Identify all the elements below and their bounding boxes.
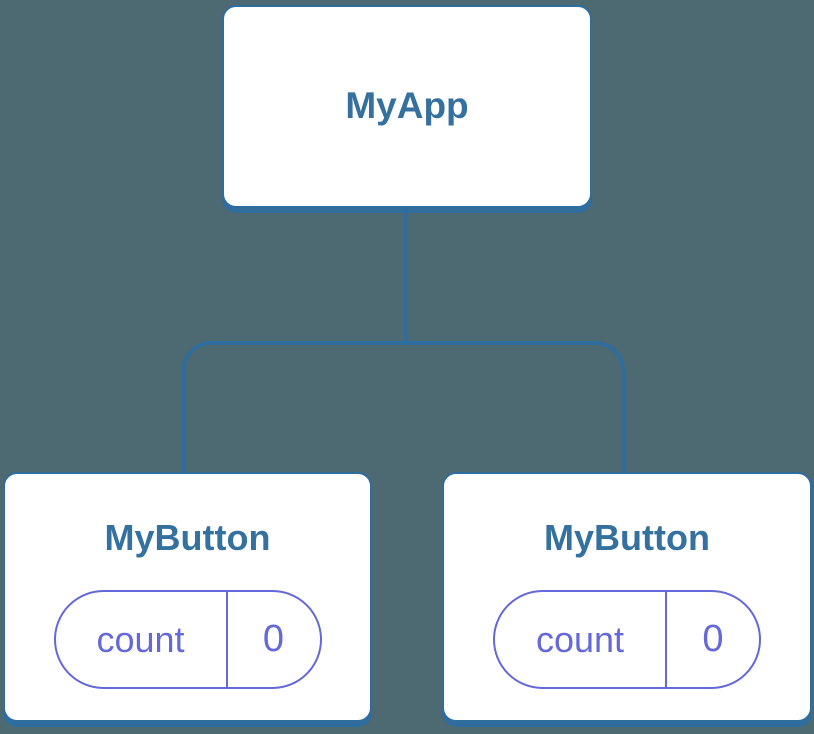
- state-value-cell: 0: [228, 592, 320, 687]
- tree-node-mybutton-left: MyButton count 0: [3, 472, 372, 722]
- tree-node-myapp: MyApp: [222, 5, 592, 208]
- tree-node-mybutton-right: MyButton count 0: [442, 472, 812, 722]
- node-label: MyButton: [544, 517, 710, 558]
- connector-stem-line: [404, 211, 408, 343]
- state-key-cell: count: [495, 592, 667, 687]
- state-pill: count 0: [53, 590, 322, 689]
- state-value: 0: [702, 618, 724, 660]
- state-key-cell: count: [56, 592, 228, 687]
- state-value-cell: 0: [667, 592, 759, 687]
- state-pill: count 0: [493, 590, 761, 689]
- state-value: 0: [262, 618, 285, 660]
- state-key: count: [96, 618, 185, 660]
- node-label: MyButton: [104, 517, 271, 558]
- connector-branch-line: [181, 341, 625, 472]
- node-label: MyApp: [345, 85, 469, 127]
- state-key: count: [535, 618, 625, 660]
